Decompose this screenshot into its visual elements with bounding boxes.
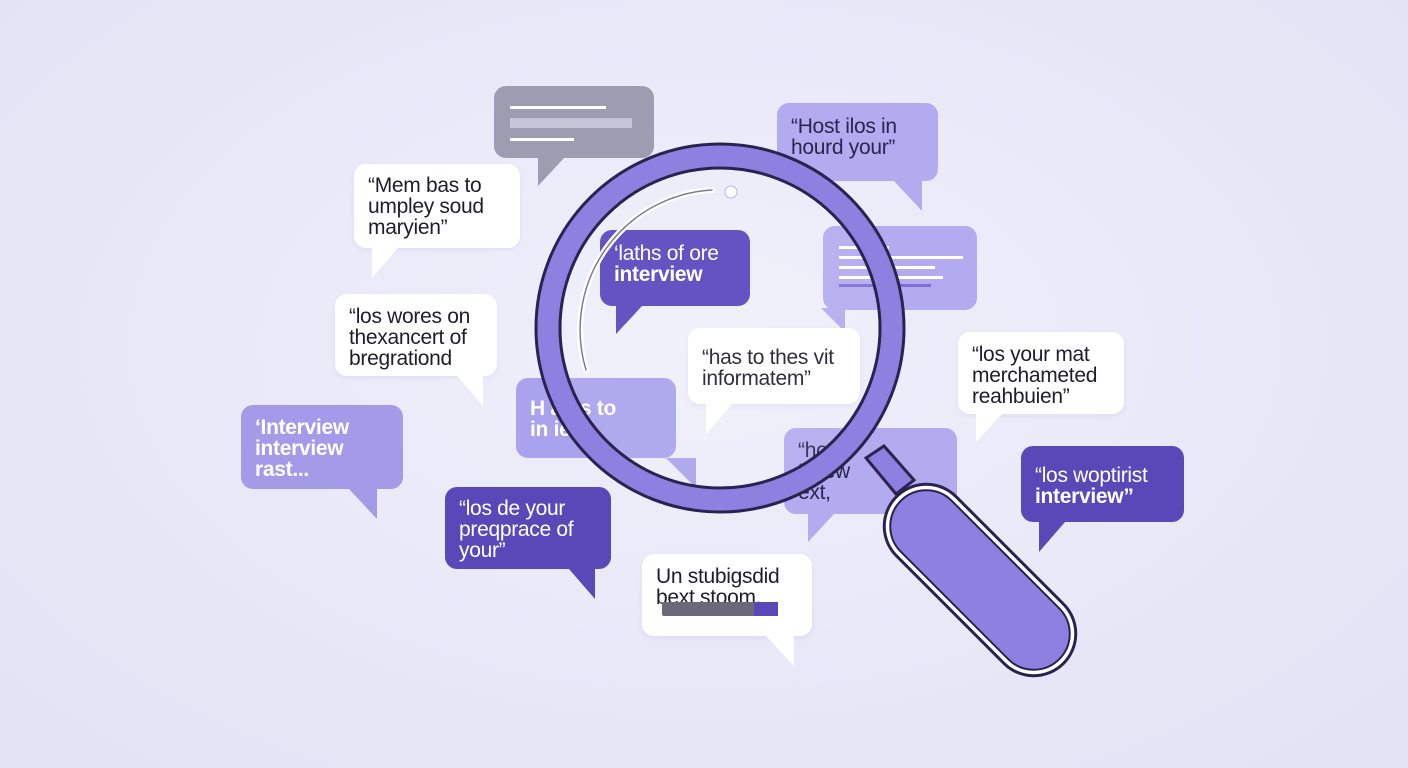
bubble-text-line: hourd your” xyxy=(791,136,896,159)
bubble-text-line: informatem” xyxy=(702,367,811,390)
bubble-text-line: “los your mat xyxy=(972,343,1090,366)
bubble-text-line: interview xyxy=(614,263,703,286)
bubble-text-line: “Mem bas to xyxy=(368,174,482,197)
bubble-text-line: “los woptirist xyxy=(1035,464,1148,487)
bubble-text-line: interview xyxy=(255,437,344,460)
chat-bubble-quote-12: “ho ‘ giew ext, xyxy=(784,428,957,542)
bubble-text-line: maryien” xyxy=(368,216,448,239)
chat-bubble-text-lines-top xyxy=(494,86,654,186)
chat-bubble-text-lines-right xyxy=(821,226,977,332)
bubble-text-line: H anis to xyxy=(530,397,616,420)
chat-bubble-quote-5: Un stubigsdid bext stoom. xyxy=(642,554,812,666)
bubble-text-line: “Host ilos in xyxy=(791,115,897,138)
bubble-text-line: “has to thes vit xyxy=(702,346,834,369)
bubble-text-line: reahbuien” xyxy=(972,385,1070,408)
chat-bubble-quote-10: “los woptirist interview” xyxy=(1021,446,1184,552)
chat-bubble-quote-8: “has to thes vit informatem” xyxy=(688,328,860,434)
bubble-text-line: “ho xyxy=(798,439,828,462)
bubble-text-line: merchameted xyxy=(972,364,1098,387)
bubble-text-line: rast... xyxy=(255,458,309,481)
bubble-text-line: interview” xyxy=(1035,485,1134,508)
chat-bubble-quote-11: H anis to in ies... xyxy=(516,378,696,488)
bubble-text-line: preqprace of xyxy=(459,518,574,541)
text-highlight-mark xyxy=(754,602,778,616)
chat-bubble-quote-6: “Host ilos in hourd your” xyxy=(777,103,938,211)
bubble-text-line: Un stubigsdid xyxy=(656,565,780,588)
bubble-text-line: ‘laths of ore xyxy=(614,242,719,265)
bubble-text-line: “los wores on xyxy=(349,305,470,328)
chat-bubble-quote-4: “los de your preqprace of your” xyxy=(445,487,611,599)
bubble-text-line: “los de your xyxy=(459,497,566,520)
chat-bubble-quote-1: “Mem bas to umpley soud maryien” xyxy=(354,164,520,278)
bubble-text-line: bregrationd xyxy=(349,347,452,370)
bubble-text-line: ‘ giew xyxy=(798,460,850,483)
bubble-text-line: ext, xyxy=(798,481,831,504)
chat-bubble-quote-9: “los your mat merchameted reahbuien” xyxy=(958,332,1124,442)
bubble-text-line: thexancert of xyxy=(349,326,467,349)
chat-bubble-interview: ‘Interview interview rast... xyxy=(241,405,403,519)
bubble-text-line: your” xyxy=(459,539,506,562)
bubble-text-line: ‘Interview xyxy=(255,416,349,439)
text-lines-icon xyxy=(662,602,778,616)
chat-bubble-quote-7: ‘laths of ore interview xyxy=(600,230,750,334)
bubble-text-line: in ies... xyxy=(530,418,599,441)
chat-bubble-quote-2: “los wores on thexancert of bregrationd xyxy=(335,294,497,406)
bubble-text-line: umpley soud xyxy=(368,195,484,218)
